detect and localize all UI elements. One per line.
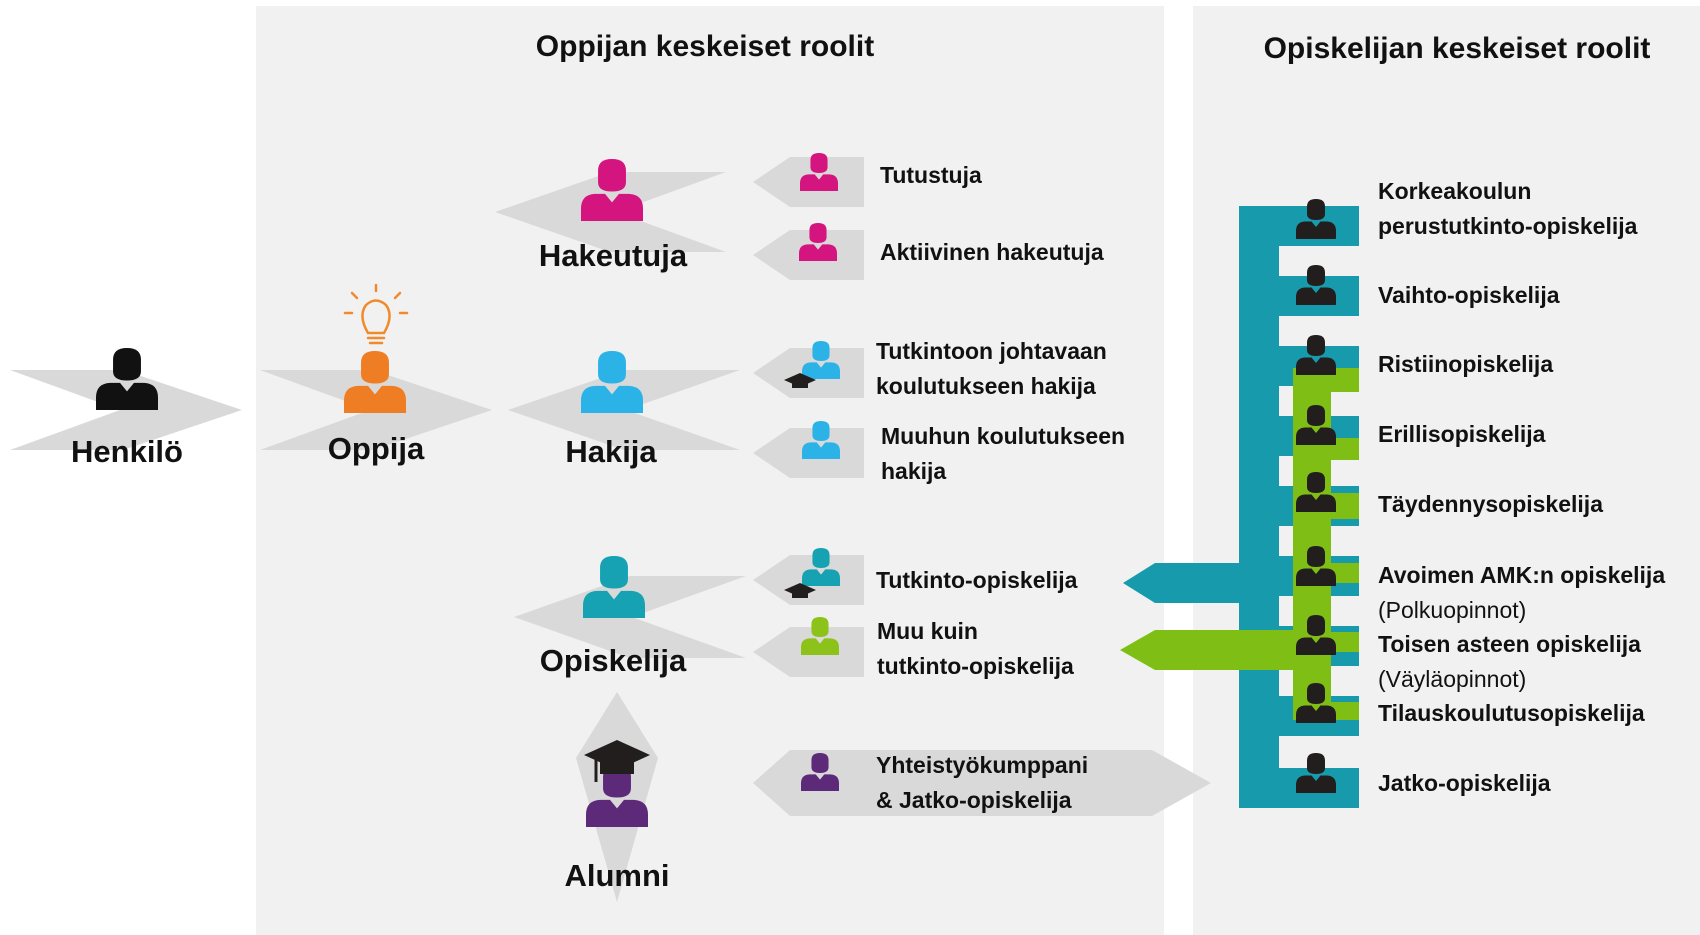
student-role-toisen: Toisen asteen opiskelija (Väyläopinnot) xyxy=(1378,627,1641,697)
stage-label-henkilo: Henkilö xyxy=(71,434,183,469)
role-label-line: hakija xyxy=(881,458,947,484)
role-label-line: & Jatko-opiskelija xyxy=(876,787,1072,813)
role-label-note: (Väyläopinnot) xyxy=(1378,666,1527,692)
role-label-muuhun: Muuhun koulutukseen hakija xyxy=(881,419,1125,489)
role-label-note: (Polkuopinnot) xyxy=(1378,597,1527,623)
arrow-to-muu-opiskelija xyxy=(1120,630,1293,670)
student-role-vaihto: Vaihto-opiskelija xyxy=(1378,282,1560,308)
role-label-line: koulutukseen hakija xyxy=(876,373,1096,399)
tag-yhteistyo xyxy=(753,750,1211,816)
role-label-line: Avoimen AMK:n opiskelija xyxy=(1378,562,1666,588)
role-label-aktiivinen: Aktiivinen hakeutuja xyxy=(880,239,1104,265)
graduation-cap-icon xyxy=(784,583,816,598)
student-role-avoimen: Avoimen AMK:n opiskelija (Polkuopinnot) xyxy=(1378,558,1665,628)
stage-label-hakija: Hakija xyxy=(565,434,657,469)
green-bracket xyxy=(1120,368,1359,720)
arrow-henkilo xyxy=(10,370,242,450)
graduation-cap-icon xyxy=(784,373,816,388)
student-role-jatko: Jatko-opiskelija xyxy=(1378,770,1551,796)
student-role-korkeakoulun: Korkeakoulun perustutkinto-opiskelija xyxy=(1378,174,1637,244)
role-label-line: Korkeakoulun xyxy=(1378,178,1532,204)
role-label-yhteistyo: Yhteistyökumppani & Jatko-opiskelija xyxy=(876,748,1088,818)
role-label-tutkinto-opiskelija: Tutkinto-opiskelija xyxy=(876,567,1078,593)
stage-label-oppija: Oppija xyxy=(327,431,425,466)
role-label-line: perustutkinto-opiskelija xyxy=(1378,213,1638,239)
stage-label-hakeutuja: Hakeutuja xyxy=(538,238,688,273)
student-role-ristiin: Ristiinopiskelija xyxy=(1378,351,1554,377)
graduation-cap-icon xyxy=(584,740,650,782)
lightbulb-icon xyxy=(343,283,409,345)
student-role-erillis: Erillisopiskelija xyxy=(1378,421,1546,447)
stage-label-opiskelija: Opiskelija xyxy=(539,643,687,678)
role-label-line: Muuhun koulutukseen xyxy=(881,423,1126,449)
role-label-tutustuja: Tutustuja xyxy=(880,162,982,188)
role-label-muu: Muu kuin tutkinto-opiskelija xyxy=(877,614,1074,684)
role-label-line: Tutkintoon johtavaan xyxy=(876,338,1107,364)
student-role-tilaus: Tilauskoulutusopiskelija xyxy=(1378,700,1645,726)
role-label-line: Muu kuin xyxy=(877,618,978,644)
student-role-taydennys: Täydennysopiskelija xyxy=(1378,491,1603,517)
arrow-to-tutkinto-opiskelija xyxy=(1123,563,1239,603)
right-panel-title: Opiskelijan keskeiset roolit xyxy=(1263,32,1651,65)
role-label-line: Toisen asteen opiskelija xyxy=(1378,631,1641,657)
left-panel-title: Oppijan keskeiset roolit xyxy=(535,30,875,63)
stage-label-alumni: Alumni xyxy=(564,858,670,893)
role-label-line: Yhteistyökumppani xyxy=(876,752,1089,778)
role-label-line: tutkinto-opiskelija xyxy=(877,653,1074,679)
role-label-tutkintoon: Tutkintoon johtavaan koulutukseen hakija xyxy=(876,334,1107,404)
